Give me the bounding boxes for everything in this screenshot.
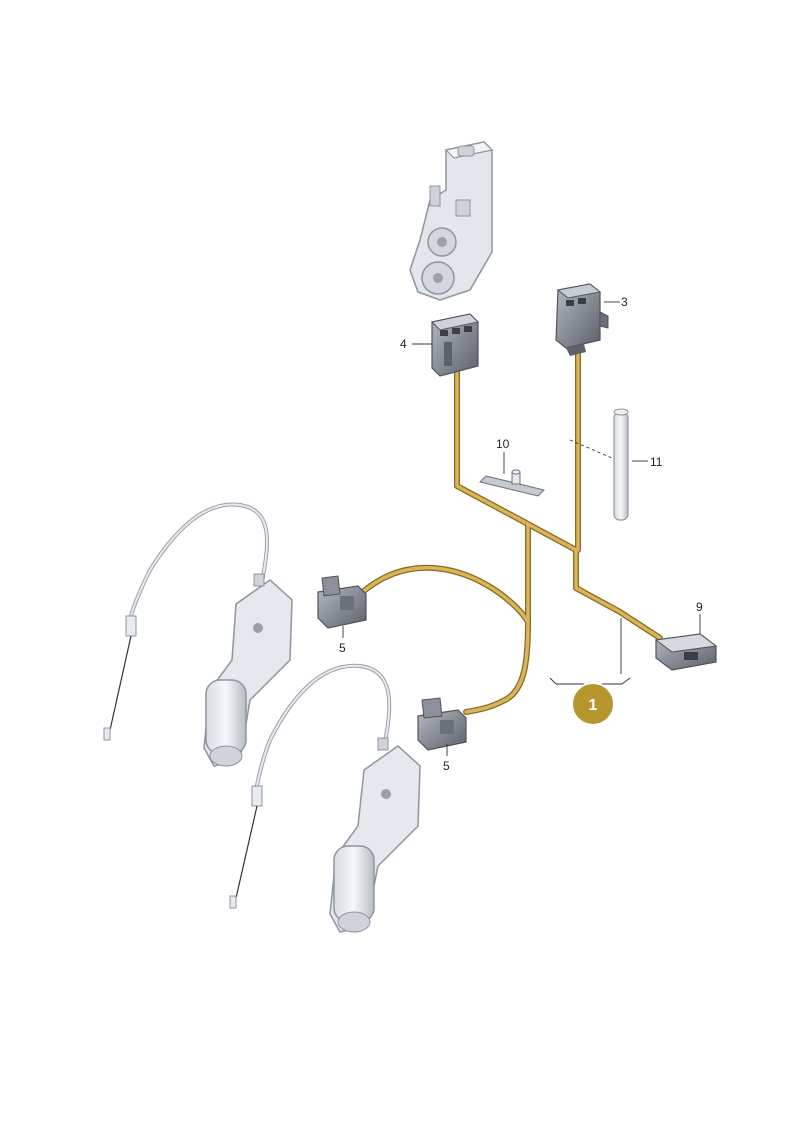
label-part-5b: 5	[443, 759, 450, 773]
label-part-11: 11	[650, 455, 663, 469]
label-part-5a: 5	[339, 641, 346, 655]
connector-9-icon	[654, 633, 718, 671]
leader-lines	[342, 301, 701, 756]
label-part-3: 3	[621, 295, 628, 309]
connector-4-icon	[430, 313, 480, 377]
cable-clip-5a-icon	[317, 575, 367, 629]
wiring-harness	[355, 347, 663, 715]
right-actuator-icon	[229, 663, 421, 933]
assembly-callout-number: 1	[589, 697, 598, 714]
pipe-11-icon	[613, 408, 629, 521]
clip-strip-10-icon	[479, 469, 545, 497]
label-part-10: 10	[496, 437, 510, 451]
cable-clip-5b-icon	[417, 697, 467, 751]
connector-3-icon	[555, 283, 609, 356]
assembly-callout[interactable]: 1	[571, 682, 615, 726]
upper-actuator-icon	[409, 141, 494, 301]
left-actuator-icon	[103, 502, 293, 767]
label-part-9: 9	[696, 600, 703, 614]
label-part-4: 4	[400, 337, 407, 351]
